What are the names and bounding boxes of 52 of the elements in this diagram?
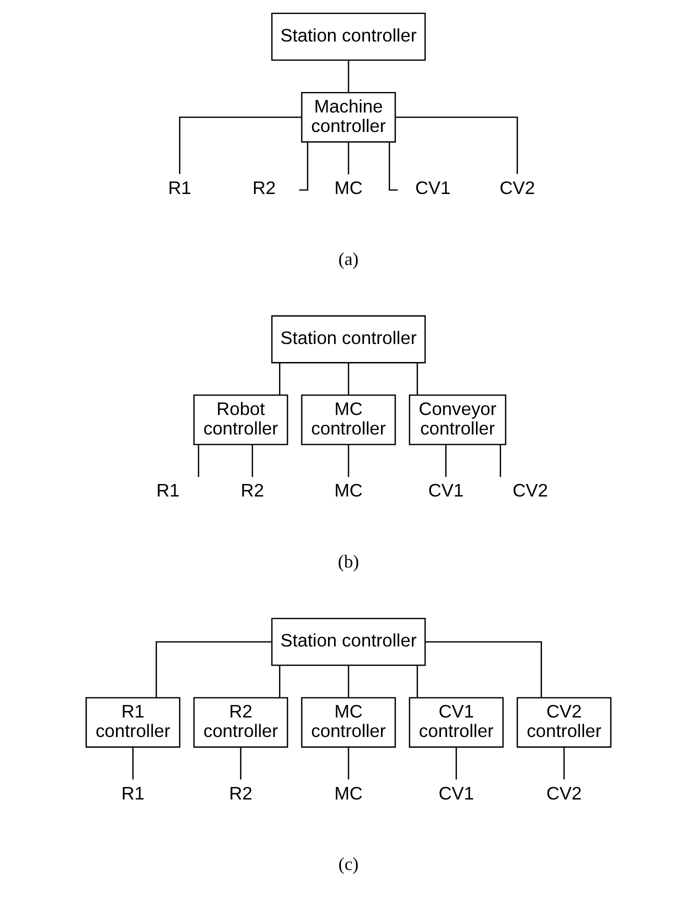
connector: [348, 747, 350, 780]
node-text: MC: [334, 783, 363, 804]
node-box: R2 controller: [193, 697, 288, 748]
connector: [348, 444, 350, 477]
node-text: CV1: [438, 783, 474, 804]
connector: [156, 641, 272, 698]
connector: [425, 641, 542, 698]
node-box: Conveyor controller: [408, 394, 506, 446]
connector: [279, 666, 280, 698]
node-text: R2: [240, 480, 264, 501]
node-text: CV2: [512, 480, 548, 501]
label: (c): [338, 854, 359, 874]
label: (b): [338, 551, 360, 572]
node-box: Station controller: [271, 618, 426, 666]
node-box: MC controller: [301, 394, 396, 446]
connector: [279, 363, 280, 395]
connector: [179, 116, 302, 174]
node-text: R1: [156, 480, 180, 501]
node-text: MC: [334, 178, 363, 198]
node-box: Machine controller: [301, 92, 396, 143]
connector: [348, 60, 350, 92]
connector: [416, 363, 418, 395]
connector: [500, 444, 502, 477]
node-text: R1: [168, 178, 192, 198]
connector: [252, 444, 254, 477]
node-box: CV2 controller: [516, 697, 612, 748]
connector: [396, 116, 518, 174]
node-text: R2: [252, 178, 276, 198]
node-box: Station controller: [271, 315, 426, 364]
connector: [198, 444, 200, 477]
node-text: MC: [334, 480, 363, 501]
connector: [348, 666, 350, 698]
node-text: CV1: [415, 178, 451, 198]
node-text: R2: [229, 783, 252, 804]
node-text: CV1: [428, 480, 464, 501]
connector: [416, 666, 418, 698]
connector: [240, 747, 242, 780]
node-box: Station controller: [271, 12, 426, 61]
node-box: R1 controller: [86, 697, 180, 748]
node-text: R1: [121, 783, 145, 804]
node-text: CV2: [546, 783, 582, 804]
connector: [132, 747, 134, 780]
node-box: Robot controller: [193, 394, 288, 446]
connector: [456, 747, 457, 780]
connector: [563, 747, 565, 780]
connector: [348, 363, 350, 395]
node-box: CV1 controller: [408, 697, 504, 748]
node-text: CV2: [500, 178, 535, 198]
label: (a): [338, 248, 359, 269]
connector: [445, 444, 447, 477]
node-box: MC controller: [301, 697, 396, 748]
connector: [348, 142, 350, 174]
